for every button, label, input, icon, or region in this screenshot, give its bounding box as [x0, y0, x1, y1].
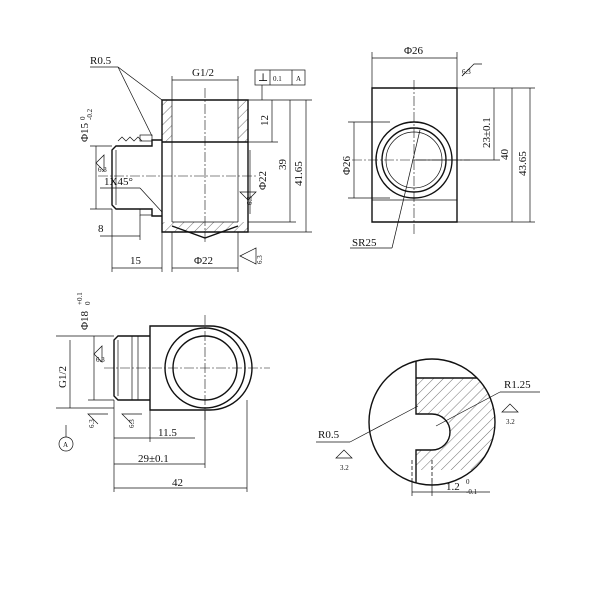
front-d15: 15 [130, 255, 142, 267]
front-phi15-upper: 0 [79, 116, 87, 120]
front-d8: 8 [98, 223, 104, 235]
bottom-phi18: Φ18 [79, 310, 91, 330]
roughness-value: 3.2 [506, 418, 515, 426]
roughness-symbol [461, 67, 471, 77]
leader-line [117, 66, 153, 137]
roughness-symbol [121, 413, 142, 425]
front-chamfer: 1X45° [104, 176, 133, 188]
side-d23: 23±0.1 [481, 117, 493, 148]
roughness-symbol [93, 345, 103, 363]
front-phi15-lower: -0.2 [86, 108, 94, 120]
bottom-d115: 11.5 [158, 427, 177, 439]
detail-r125: R1.25 [504, 379, 531, 391]
side-d4365: 43.65 [517, 151, 529, 176]
roughness-value: 3.2 [340, 464, 349, 472]
side-phi26-left: Φ26 [341, 155, 353, 175]
side-view: Φ26 6.3 Φ26 23±0.1 40 43.65 SR25 [341, 45, 535, 249]
datum-ref: A [296, 75, 301, 83]
front-phi15: Φ15 [79, 122, 91, 142]
roughness-symbol [335, 449, 353, 459]
tolerance-frame: ⊥ 0.1 A [254, 69, 306, 100]
front-groove [139, 208, 153, 216]
roughness-value: 6.3 [98, 166, 107, 174]
leader-line [435, 391, 501, 427]
roughness-symbol [95, 154, 105, 172]
roughness-value: 6.3 [256, 255, 264, 264]
roughness-symbol [239, 191, 257, 201]
leader-line [139, 187, 163, 213]
side-d40: 40 [499, 149, 511, 161]
front-thread-marks [117, 136, 143, 142]
bottom-phi18-lower: 0 [84, 301, 92, 305]
front-hatch-right [238, 100, 248, 142]
bottom-view: Φ18 +0.1 0 G1/2 6.3 6.3 6.3 A 11.5 29±0.… [56, 292, 270, 492]
leader-line [391, 129, 421, 249]
front-d4165: 41.65 [293, 161, 305, 186]
roughness-value: 6.3 [96, 356, 105, 364]
roughness-symbol [239, 247, 257, 265]
bottom-body [149, 325, 253, 411]
front-groove [139, 134, 153, 142]
detail-view: R1.25 3.2 R0.5 3.2 1.2 0 -0.1 [316, 358, 540, 496]
roughness-symbol [87, 413, 108, 425]
perpendicular-symbol: ⊥ [258, 72, 268, 84]
detail-d12-upper: 0 [466, 478, 470, 486]
front-r05-label: R0.5 [90, 55, 112, 67]
roughness-symbol [501, 403, 519, 413]
front-hatch-bottom [162, 222, 248, 232]
detail-d12-lower: -0.1 [466, 488, 478, 496]
front-phi22-inner: Φ22 [257, 171, 269, 190]
datum-label: A [63, 441, 68, 449]
detail-profile [415, 360, 451, 485]
detail-r05: R0.5 [318, 429, 340, 441]
bottom-d29: 29±0.1 [138, 453, 169, 465]
leader-line [117, 66, 163, 101]
detail-d12: 1.2 [446, 481, 460, 493]
front-g12-label: G1/2 [192, 67, 214, 79]
side-body [371, 87, 458, 223]
front-phi22-bottom: Φ22 [194, 255, 213, 267]
front-d39: 39 [277, 159, 289, 171]
tolerance-value: 0.1 [273, 75, 282, 83]
roughness-value: 6.3 [462, 68, 471, 76]
bottom-g12: G1/2 [57, 366, 69, 388]
front-view: R0.5 G1/2 ⊥ 0.1 A 12 39 41.65 [79, 55, 312, 272]
front-d12: 12 [259, 115, 271, 126]
roughness-value: 6.3 [88, 419, 96, 428]
bottom-d42: 42 [172, 477, 183, 489]
front-hatch-left [162, 100, 172, 142]
leader-line [349, 405, 419, 443]
roughness-value: 6.3 [128, 419, 136, 428]
side-phi26-top: Φ26 [404, 45, 424, 57]
roughness-value: 6.3 [246, 196, 254, 205]
side-sr25: SR25 [352, 237, 377, 249]
bottom-phi18-tol: +0.1 [76, 292, 84, 305]
